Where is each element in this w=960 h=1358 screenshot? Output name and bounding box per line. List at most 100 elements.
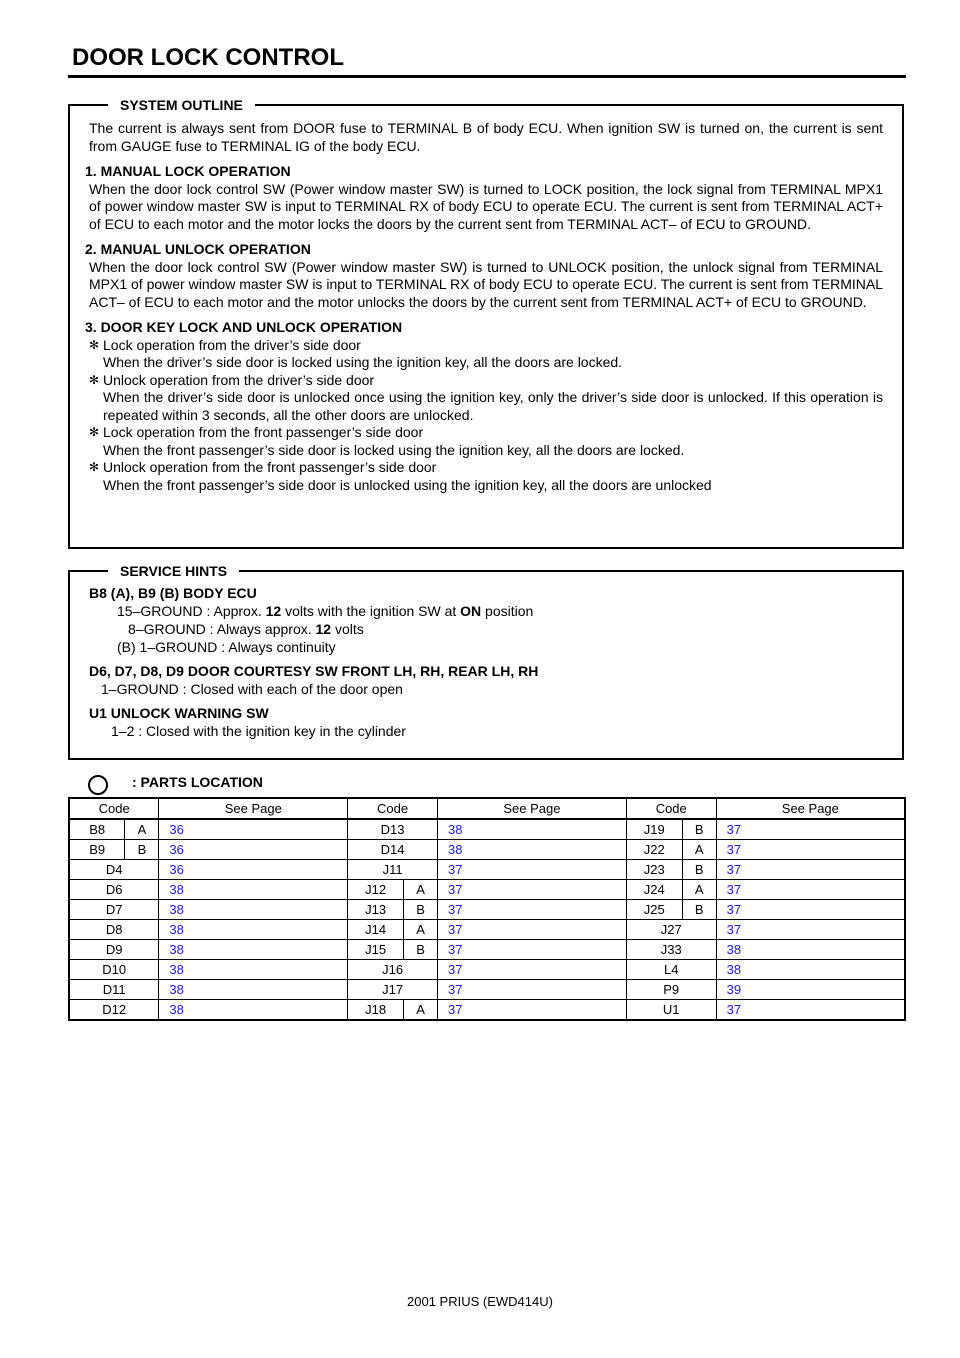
part-connector-letter: A (403, 919, 439, 940)
bullet-text: When the driver’s side door is unlocked … (103, 389, 883, 423)
hint-unlock-warning-line: 1–2 : Closed with the ignition key in th… (111, 723, 406, 739)
hint-text: 8–GROUND : Always approx. (128, 621, 316, 637)
part-code: J16 (347, 959, 439, 980)
see-page-link[interactable]: 38 (715, 939, 906, 960)
see-page-link[interactable]: 36 (158, 859, 349, 880)
hint-body-ecu-line-1: 15–GROUND : Approx. 12 volts with the ig… (89, 602, 883, 620)
parts-location-title: : PARTS LOCATION (88, 772, 263, 795)
see-page-link[interactable]: 36 (158, 839, 349, 860)
see-page-link[interactable]: 37 (715, 879, 906, 900)
hint-text: volts with the ignition SW at (281, 603, 461, 619)
part-code: J24 (625, 879, 683, 900)
part-code: D7 (68, 899, 160, 920)
page-footer: 2001 PRIUS (EWD414U) (407, 1294, 553, 1309)
see-page-link[interactable]: 38 (158, 879, 349, 900)
column-header: See Page (437, 797, 627, 820)
see-page-link[interactable]: 37 (437, 959, 627, 980)
part-code: D10 (68, 959, 160, 980)
hint-body-ecu-line-2: 8–GROUND : Always approx. 12 volts (89, 620, 883, 638)
see-page-link[interactable]: 39 (715, 979, 906, 1000)
see-page-link[interactable]: 37 (437, 999, 627, 1021)
see-page-link[interactable]: 37 (715, 999, 906, 1021)
bullet-title: Unlock operation from the driver’s side … (103, 371, 375, 388)
see-page-link[interactable]: 38 (158, 919, 349, 940)
part-code: B9 (68, 839, 126, 860)
part-code: J14 (347, 919, 405, 940)
part-connector-letter: B (403, 899, 439, 920)
system-outline-box: SYSTEM OUTLINE The current is always sen… (68, 95, 904, 549)
page-title: DOOR LOCK CONTROL (72, 44, 344, 71)
part-code: J12 (347, 879, 405, 900)
part-code: J17 (347, 979, 439, 1000)
part-connector-letter: A (124, 818, 160, 840)
hint-text: 15–GROUND : Approx. (117, 603, 266, 619)
see-page-link[interactable]: 38 (158, 999, 349, 1021)
part-code: J27 (625, 919, 717, 940)
bullet-item: ✻ Unlock operation from the front passen… (89, 459, 883, 494)
hint-value: 12 (315, 621, 332, 637)
bullet-item: ✻ Lock operation from the driver’s side … (89, 337, 883, 372)
hint-body-ecu-heading: B8 (A), B9 (B) BODY ECU (89, 585, 257, 601)
part-code: U1 (625, 999, 717, 1021)
part-code: D14 (347, 839, 439, 860)
see-page-link[interactable]: 37 (437, 939, 627, 960)
hint-value: ON (460, 603, 482, 619)
see-page-link[interactable]: 37 (715, 899, 906, 920)
see-page-link[interactable]: 37 (437, 899, 627, 920)
bullet-title: Lock operation from the driver’s side do… (103, 336, 361, 353)
see-page-link[interactable]: 37 (715, 818, 906, 840)
hint-text: position (481, 603, 534, 619)
outline-section-1-text: When the door lock control SW (Power win… (89, 180, 883, 232)
see-page-link[interactable]: 37 (437, 979, 627, 1000)
hint-body-ecu-line-3: (B) 1–GROUND : Always continuity (117, 639, 336, 655)
bullet-title: Lock operation from the front passenger’… (103, 424, 424, 440)
see-page-link[interactable]: 37 (715, 919, 906, 940)
service-hints-label: SERVICE HINTS (108, 561, 240, 581)
part-code: J13 (347, 899, 405, 920)
see-page-link[interactable]: 37 (437, 859, 627, 880)
part-code: P9 (625, 979, 717, 1000)
see-page-link[interactable]: 38 (158, 979, 349, 1000)
circle-icon (88, 775, 108, 795)
see-page-link[interactable]: 37 (437, 879, 627, 900)
see-page-link[interactable]: 37 (437, 919, 627, 940)
see-page-link[interactable]: 37 (715, 839, 906, 860)
column-header: Code (68, 797, 160, 820)
part-connector-letter: A (681, 839, 717, 860)
part-code: J15 (347, 939, 405, 960)
service-hints-content: B8 (A), B9 (B) BODY ECU 15–GROUND : Appr… (89, 584, 883, 740)
see-page-link[interactable]: 36 (158, 818, 349, 840)
part-connector-letter: A (403, 999, 439, 1021)
hint-unlock-warning-heading: U1 UNLOCK WARNING SW (89, 705, 269, 721)
outline-intro: The current is always sent from DOOR fus… (89, 120, 883, 154)
see-page-link[interactable]: 38 (158, 939, 349, 960)
bullet-text: When the driver’s side door is locked us… (103, 354, 623, 370)
part-code: D4 (68, 859, 160, 880)
part-connector-letter: B (124, 839, 160, 860)
see-page-link[interactable]: 38 (158, 959, 349, 980)
system-outline-label: SYSTEM OUTLINE (108, 95, 255, 115)
see-page-link[interactable]: 38 (437, 839, 627, 860)
part-code: D13 (347, 818, 439, 840)
hint-courtesy-sw-heading: D6, D7, D8, D9 DOOR COURTESY SW FRONT LH… (89, 663, 539, 679)
part-code: D9 (68, 939, 160, 960)
see-page-link[interactable]: 37 (715, 859, 906, 880)
column-header: See Page (715, 797, 906, 820)
bullet-text: When the front passenger’s side door is … (103, 476, 712, 493)
see-page-link[interactable]: 38 (158, 899, 349, 920)
see-page-link[interactable]: 38 (437, 818, 627, 840)
part-connector-letter: A (403, 879, 439, 900)
outline-section-3-heading: 3. DOOR KEY LOCK AND UNLOCK OPERATION (85, 319, 403, 335)
part-code: J22 (625, 839, 683, 860)
bullet-title: Unlock operation from the front passenge… (103, 459, 437, 475)
see-page-link[interactable]: 38 (715, 959, 906, 980)
